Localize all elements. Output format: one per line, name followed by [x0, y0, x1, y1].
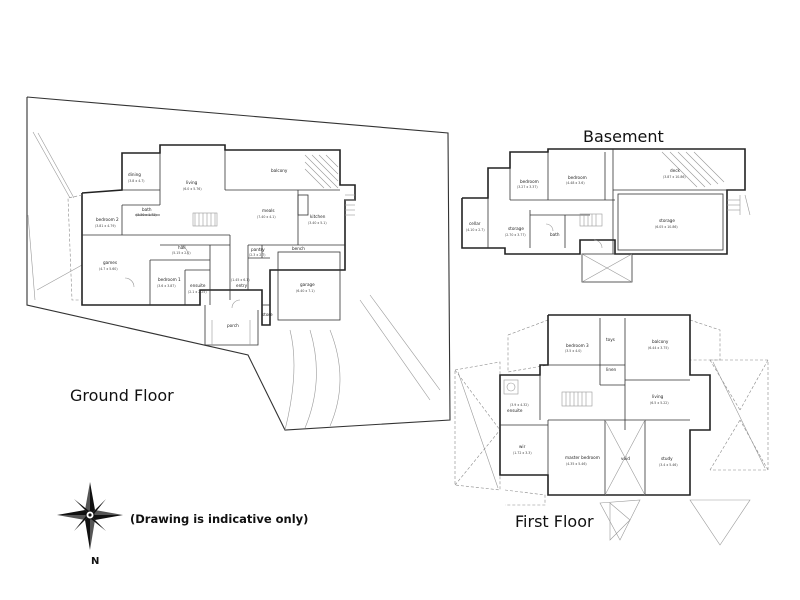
gf-garage-dim: (6.40 x 7.1)	[296, 289, 315, 293]
ff-study-dim: (3.4 x 5.46)	[659, 463, 678, 467]
gf-ensuite-label: ensuite	[190, 283, 206, 288]
gf-games-dim: (4.7 x 5.60)	[99, 267, 118, 271]
gf-bedroom1-dim: (3.6 x 3.87)	[157, 284, 176, 288]
bs-bath-label: bath	[550, 232, 560, 237]
bs-deck-dim: (3.87 x 10.86)	[663, 175, 686, 179]
ff-linen-label: linen	[606, 367, 617, 372]
ff-living-dim: (6.5 x 5.22)	[650, 401, 669, 405]
ff-wir-dim: (1.72 x 3.3)	[513, 451, 532, 455]
bs-storage-b-dim: (6.05 x 10.86)	[655, 225, 678, 229]
gf-living-label: living	[186, 180, 198, 185]
gf-bedroom1-label: bedroom 1	[158, 277, 181, 282]
ff-balcony-dim: (6.44 x 3.75)	[648, 346, 669, 350]
gf-meals-label: meals	[262, 208, 275, 213]
ff-void-label: void	[621, 456, 630, 461]
basement-plan: bedroom (3.27 x 3.37) bedroom (4.48 x 3.…	[461, 148, 751, 283]
gf-bedroom2-dim: (3.81 x 4.79)	[95, 224, 116, 228]
ff-living-label: living	[652, 394, 664, 399]
gf-entry-label: entry	[236, 283, 248, 288]
gf-ensuite-dim: (2.1 x 2.25)	[188, 290, 207, 294]
basement-title: Basement	[583, 127, 664, 146]
gf-dining-label: dining	[128, 172, 141, 177]
bs-bedroom-a-dim: (3.27 x 3.37)	[517, 185, 538, 189]
ff-ensuite-label: ensuite	[507, 408, 523, 413]
gf-entry-dim: (1.45 x 6.1)	[231, 278, 250, 282]
ff-master-label: master bedroom	[565, 455, 600, 460]
bs-storage-a-dim: (2.70 x 3.77)	[505, 233, 526, 237]
gf-dining-dim: (3.8 x 4.7)	[128, 179, 145, 183]
gf-bath-label: bath	[142, 207, 152, 212]
bs-deck-label: deck	[670, 168, 681, 173]
ff-wir-label: wir	[519, 444, 526, 449]
gf-balcony-label: balcony	[271, 168, 288, 173]
bs-bedroom-a-label: bedroom	[520, 179, 539, 184]
gf-pantry-dim: (2.3 x 2.7)	[249, 253, 266, 257]
gf-games-label: games	[103, 260, 117, 265]
ff-bedroom3-dim: (3.5 x 4.0)	[565, 349, 582, 353]
first-floor-plan: bedroom 3 (3.5 x 4.0) toys balcony (6.44…	[454, 314, 769, 546]
north-label: N	[91, 556, 99, 567]
first-floor-title: First Floor	[515, 512, 594, 531]
gf-hall-dim: (5.15 x 2.0)	[172, 251, 191, 255]
gf-pantry-label: pantry	[251, 247, 265, 252]
gf-garage-label: garage	[300, 282, 315, 287]
bs-bedroom-b-dim: (4.48 x 3.6)	[566, 181, 585, 185]
gf-meals-dim: (7.40 x 4.1)	[257, 215, 276, 219]
disclaimer-note: (Drawing is indicative only)	[130, 512, 308, 526]
ground-floor-plan: dining (3.8 x 4.7) living (6.0 x 5.76) b…	[26, 96, 451, 431]
gf-bench-label: bench	[292, 246, 305, 251]
gf-store-label: store	[262, 312, 273, 317]
gf-bedroom2-label: bedroom 2	[96, 217, 119, 222]
ff-toys-label: toys	[606, 337, 615, 342]
bs-cellar-label: cellar	[469, 221, 481, 226]
gf-living-dim: (6.0 x 5.76)	[183, 187, 202, 191]
ff-master-dim: (4.35 x 5.46)	[566, 462, 587, 466]
north-compass-icon	[57, 482, 123, 550]
bs-bedroom-b-label: bedroom	[568, 175, 587, 180]
gf-bath-dim: (3.30 x 1.72)	[136, 213, 157, 217]
bs-storage-a-label: storage	[508, 226, 524, 231]
gf-porch-label: porch	[227, 323, 239, 328]
gf-kitchen-label: kitchen	[310, 214, 326, 219]
bs-storage-b-label: storage	[659, 218, 675, 223]
ff-bedroom3-label: bedroom 3	[566, 343, 589, 348]
ff-balcony-label: balcony	[652, 339, 669, 344]
gf-hall-label: hall	[178, 245, 186, 250]
gf-kitchen-dim: (3.40 x 5.1)	[308, 221, 327, 225]
bs-cellar-dim: (4.10 x 2.7)	[466, 228, 485, 232]
ground-floor-title: Ground Floor	[70, 386, 174, 405]
ff-ensuite-dim: (3.9 x 4.32)	[510, 403, 529, 407]
ff-study-label: study	[661, 456, 673, 461]
